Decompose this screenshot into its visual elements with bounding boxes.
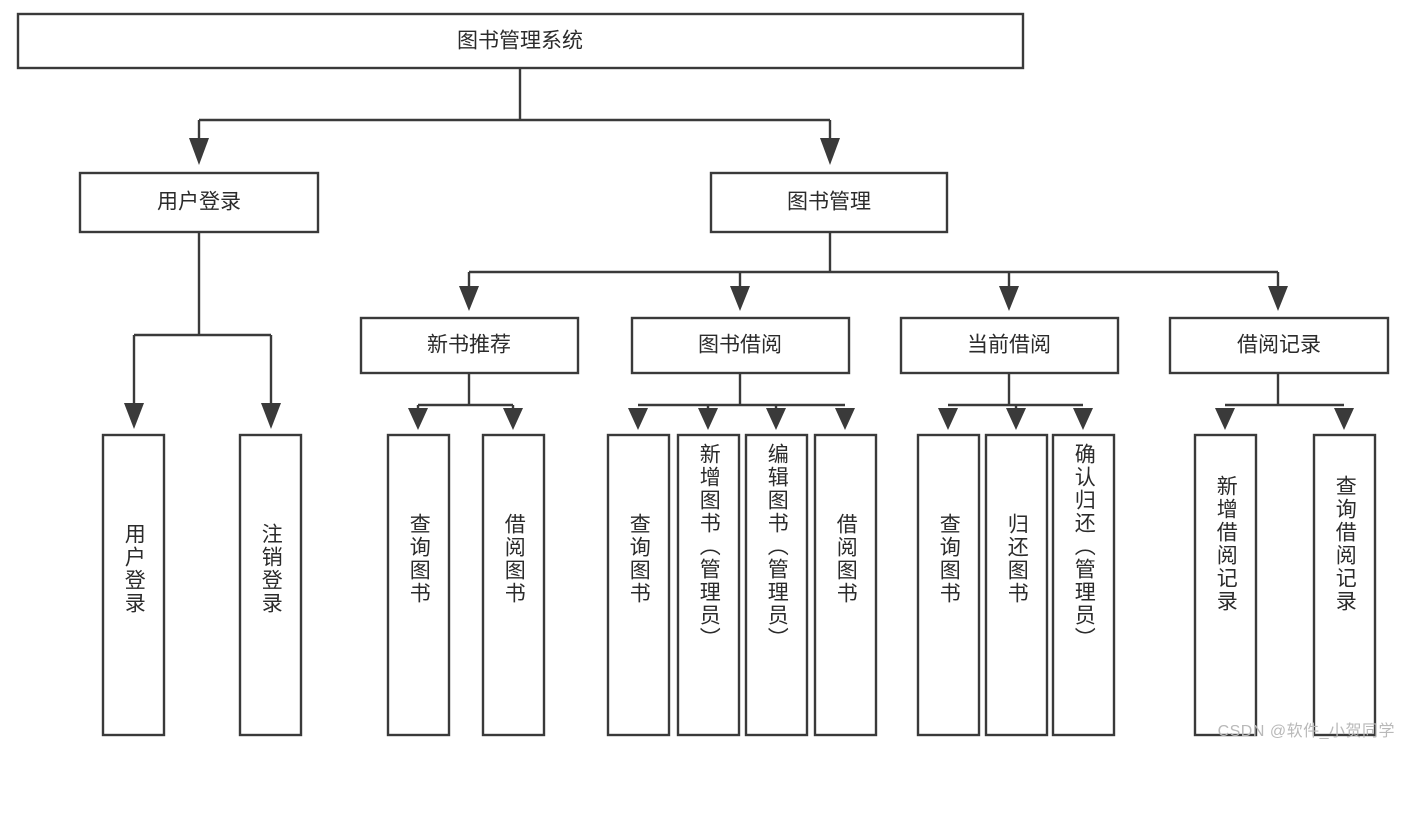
node-book-borrow-label: 图书借阅 — [698, 334, 782, 357]
csdn-watermark: CSDN @软件_小贺同学 — [1217, 723, 1395, 740]
node-leaf-query-borrow-record-box[interactable] — [1312, 433, 1377, 737]
node-root-box[interactable] — [16, 12, 1025, 70]
node-leaf-return-book-box[interactable] — [984, 433, 1049, 737]
node-current-borrow[interactable]: 当前借阅 — [899, 316, 1120, 375]
node-root-label: 图书管理系统 — [457, 30, 583, 53]
arrow-head-book-borrow — [730, 286, 750, 311]
leaf-box-group — [101, 433, 1377, 737]
arrow-head-leaf-user-login — [124, 403, 144, 429]
arrow-head-user-login — [189, 138, 209, 165]
arrow-head-current-borrow — [999, 286, 1019, 311]
arrow-head-leaf-add-borrow-record — [1215, 408, 1235, 430]
node-leaf-query-book-1-box[interactable] — [386, 433, 451, 737]
node-leaf-logout-login-box[interactable] — [238, 433, 303, 737]
node-leaf-user-login-box[interactable] — [101, 433, 166, 737]
connector-group-root — [189, 68, 840, 165]
arrow-head-new-book-recommend — [459, 286, 479, 311]
arrow-head-leaf-logout-login — [261, 403, 281, 429]
node-leaf-borrow-book-1-box[interactable] — [481, 433, 546, 737]
node-leaf-query-book-2-box[interactable] — [606, 433, 671, 737]
connector-group-user-login — [124, 232, 281, 429]
node-user-login-label: 用户登录 — [157, 191, 241, 214]
arrow-head-leaf-borrow-book-2 — [835, 408, 855, 430]
node-leaf-edit-book-box[interactable] — [744, 433, 809, 737]
arrow-head-book-management — [820, 138, 840, 165]
connector-group-book-borrow — [628, 373, 855, 430]
node-leaf-query-book-3-box[interactable] — [916, 433, 981, 737]
connector-group-borrow-record — [1215, 373, 1354, 430]
arrow-head-leaf-borrow-book-1 — [503, 408, 523, 430]
node-borrow-record-label: 借阅记录 — [1237, 334, 1321, 357]
diagram-canvas: 图书管理系统 用户登录 图书管理 新书推荐 图书借阅 当前借阅 借阅记录 — [16, 12, 1395, 740]
arrow-head-leaf-edit-book — [766, 408, 786, 430]
arrow-head-borrow-record — [1268, 286, 1288, 311]
arrow-head-leaf-query-borrow-record — [1334, 408, 1354, 430]
node-borrow-record[interactable]: 借阅记录 — [1168, 316, 1390, 375]
node-new-book-recommend-label: 新书推荐 — [427, 334, 511, 357]
node-user-login-box[interactable] — [78, 171, 320, 234]
node-book-management-label: 图书管理 — [787, 191, 871, 214]
arrow-head-leaf-confirm-return — [1073, 408, 1093, 430]
node-leaf-add-borrow-record-box[interactable] — [1193, 433, 1258, 737]
node-book-borrow[interactable]: 图书借阅 — [630, 316, 851, 375]
node-new-book-recommend[interactable]: 新书推荐 — [359, 316, 580, 375]
arrow-head-leaf-add-book — [698, 408, 718, 430]
connector-group-new-book-recommend — [408, 373, 523, 430]
arrow-head-leaf-query-book-2 — [628, 408, 648, 430]
node-user-login[interactable]: 用户登录 — [78, 171, 320, 234]
diagram-svg: 图书管理系统 用户登录 图书管理 新书推荐 图书借阅 当前借阅 借阅记录 — [16, 12, 1390, 737]
connector-group-book-management — [459, 232, 1288, 311]
node-leaf-add-book-box[interactable] — [676, 433, 741, 737]
node-borrow-record-box[interactable] — [1168, 316, 1390, 375]
arrow-head-leaf-query-book-1 — [408, 408, 428, 430]
arrow-head-leaf-query-book-3 — [938, 408, 958, 430]
node-book-management[interactable]: 图书管理 — [709, 171, 949, 234]
node-book-borrow-box[interactable] — [630, 316, 851, 375]
connector-group-current-borrow — [938, 373, 1093, 430]
node-book-management-box[interactable] — [709, 171, 949, 234]
node-leaf-borrow-book-2-box[interactable] — [813, 433, 878, 737]
node-new-book-recommend-box[interactable] — [359, 316, 580, 375]
node-leaf-confirm-return-box[interactable] — [1051, 433, 1116, 737]
node-current-borrow-label: 当前借阅 — [967, 334, 1051, 357]
node-current-borrow-box[interactable] — [899, 316, 1120, 375]
arrow-head-leaf-return-book — [1006, 408, 1026, 430]
node-root[interactable]: 图书管理系统 — [16, 12, 1025, 70]
